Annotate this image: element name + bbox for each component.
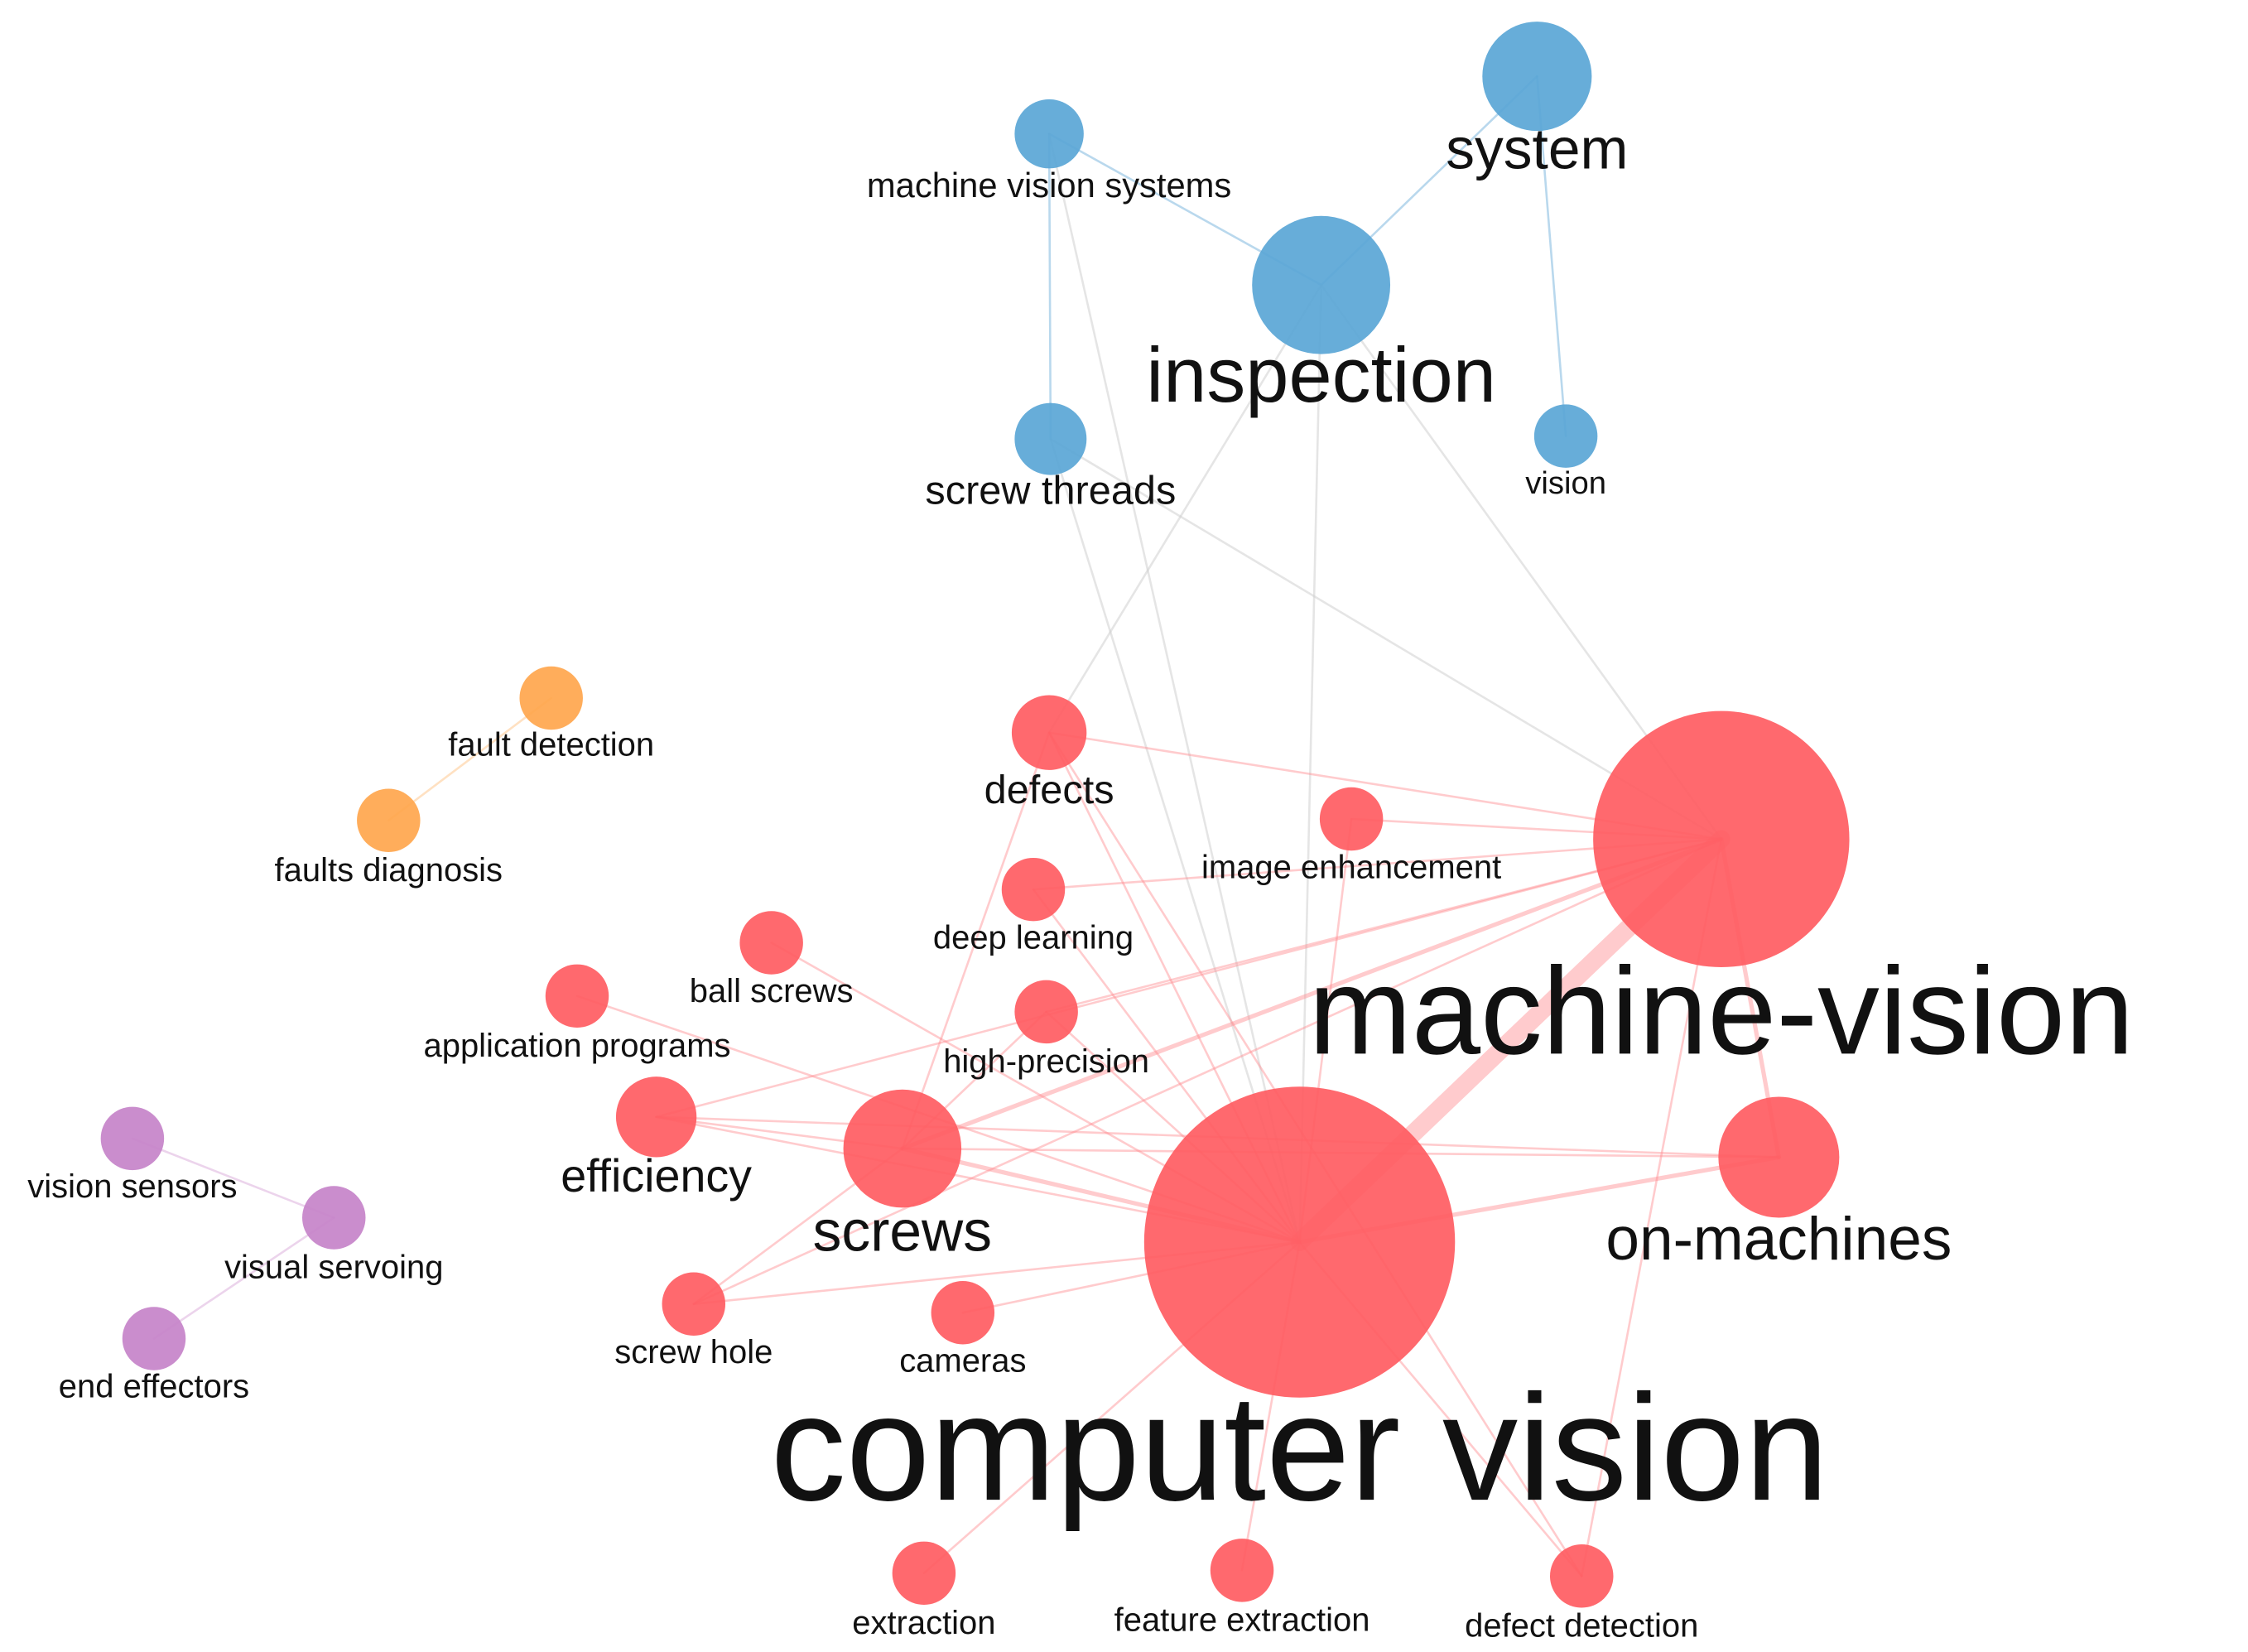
node-efficiency[interactable]	[615, 1076, 697, 1158]
node-label-end-effectors: end effectors	[59, 1369, 249, 1405]
node-deep-learning[interactable]	[1001, 857, 1066, 922]
node-application-programs[interactable]	[545, 964, 609, 1028]
node-screw-hole[interactable]	[662, 1272, 726, 1337]
node-label-machine-vision-systems: machine vision systems	[867, 166, 1231, 205]
node-label-high-precision: high-precision	[943, 1043, 1149, 1080]
node-high-precision[interactable]	[1014, 980, 1078, 1044]
node-machine-vision-systems[interactable]	[1014, 99, 1084, 169]
labels-layer: inspection system machine vision systems sc…	[27, 116, 2134, 1644]
node-defect-detection[interactable]	[1549, 1544, 1614, 1608]
node-machine-vision[interactable]	[1593, 710, 1850, 968]
node-label-image-enhancement: image enhancement	[1201, 849, 1501, 885]
node-label-screw-threads: screw threads	[925, 468, 1176, 513]
node-faults-diagnosis[interactable]	[357, 788, 421, 852]
node-screw-threads[interactable]	[1014, 402, 1087, 475]
node-label-cameras: cameras	[899, 1342, 1026, 1379]
edge-machine-vision-screw-hole	[692, 838, 1723, 1306]
node-label-machine-vision: machine-vision	[1308, 942, 2134, 1080]
node-fault-detection[interactable]	[519, 666, 583, 730]
edge-vision-sensors-visual-servoing	[131, 1137, 335, 1219]
node-system[interactable]	[1482, 22, 1592, 132]
node-cameras[interactable]	[931, 1280, 995, 1345]
node-label-ball-screws: ball screws	[690, 973, 854, 1009]
node-label-application-programs: application programs	[423, 1028, 730, 1064]
edge-defects-screws	[901, 731, 1051, 1150]
node-label-defects: defects	[984, 768, 1114, 812]
node-label-feature-extraction: feature extraction	[1114, 1601, 1370, 1638]
edge-inspection-defects	[1047, 283, 1322, 734]
node-label-computer-vision: computer vision	[771, 1363, 1829, 1532]
node-vision-sensors[interactable]	[100, 1106, 165, 1171]
edge-visual-servoing-end-effectors	[152, 1216, 335, 1340]
edge-system-vision	[1536, 75, 1567, 437]
node-label-on-machines: on-machines	[1605, 1206, 1952, 1273]
node-defects[interactable]	[1011, 695, 1087, 770]
node-visual-servoing[interactable]	[302, 1186, 366, 1250]
node-label-screw-hole: screw hole	[614, 1334, 773, 1370]
node-computer-vision[interactable]	[1143, 1086, 1456, 1398]
node-label-visual-servoing: visual servoing	[224, 1249, 443, 1285]
node-ball-screws[interactable]	[739, 911, 803, 975]
node-label-inspection: inspection	[1146, 331, 1496, 418]
node-label-faults-diagnosis: faults diagnosis	[275, 852, 503, 889]
edge-machine-vision-screws	[900, 836, 1724, 1151]
edge-machine-vision-systems-screw-threads	[1047, 132, 1052, 441]
node-label-extraction: extraction	[852, 1605, 995, 1641]
node-inspection[interactable]	[1252, 215, 1391, 354]
node-label-vision: vision	[1525, 465, 1606, 501]
edge-fault-detection-faults-diagnosis	[388, 696, 553, 822]
edge-screw-threads-machine-vision	[1049, 437, 1723, 840]
node-label-efficiency: efficiency	[561, 1150, 752, 1202]
edge-inspection-computer-vision	[1298, 283, 1322, 1244]
node-on-machines[interactable]	[1718, 1096, 1840, 1218]
nodes-layer	[100, 22, 1850, 1608]
node-image-enhancement[interactable]	[1319, 787, 1384, 851]
node-feature-extraction[interactable]	[1210, 1539, 1274, 1602]
node-label-fault-detection: fault detection	[448, 727, 654, 763]
node-vision[interactable]	[1533, 404, 1598, 468]
node-label-deep-learning: deep learning	[933, 919, 1134, 956]
node-label-screws: screws	[813, 1198, 992, 1263]
edge-machine-vision-efficiency	[655, 838, 1723, 1119]
node-screws[interactable]	[843, 1089, 962, 1208]
node-label-system: system	[1446, 116, 1628, 181]
node-extraction[interactable]	[892, 1541, 956, 1606]
node-label-defect-detection: defect detection	[1465, 1607, 1698, 1644]
node-end-effectors[interactable]	[122, 1307, 186, 1370]
node-label-vision-sensors: vision sensors	[27, 1168, 237, 1205]
edge-machine-vision-systems-computer-vision	[1047, 132, 1301, 1244]
